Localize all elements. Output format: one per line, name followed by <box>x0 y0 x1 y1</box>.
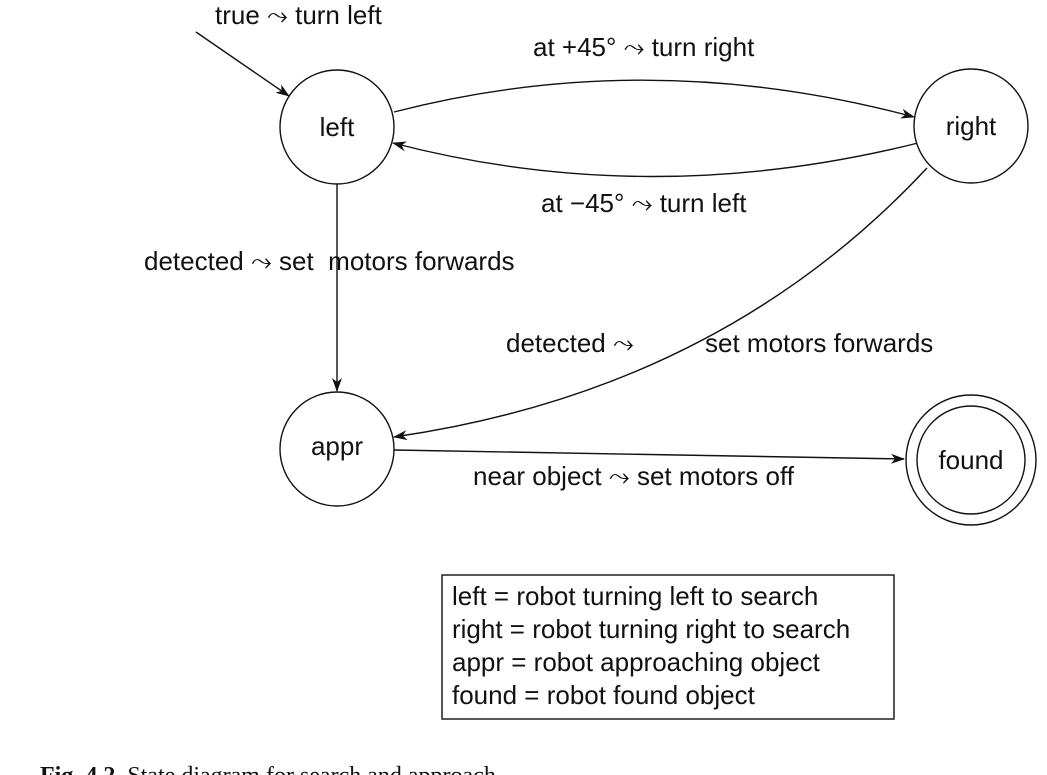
state-appr-label: appr <box>311 431 363 461</box>
state-right-label: right <box>946 111 997 141</box>
label-left-to-appr: detected ⤳ set motors forwards <box>144 246 515 276</box>
label-appr-to-found: near object ⤳ set motors off <box>473 461 795 491</box>
edge-appr-to-found <box>393 449 905 464</box>
label-right-to-appr-condition: detected ⤳ <box>506 328 634 358</box>
legend-line-appr: appr = robot approaching object <box>452 647 821 677</box>
state-appr: appr <box>279 391 395 507</box>
legend-line-right: right = robot turning right to search <box>452 614 850 644</box>
label-initial: true ⤳ turn left <box>215 0 383 30</box>
state-found-final: found <box>905 394 1037 526</box>
state-left-label: left <box>320 112 355 142</box>
legend-line-found: found = robot found object <box>452 680 756 710</box>
edge-right-to-appr <box>393 167 928 441</box>
figure-caption: Fig. 4.2 State diagram for search and ap… <box>40 763 496 775</box>
label-right-to-appr-action: set motors forwards <box>705 328 933 358</box>
legend-box: left = robot turning left to search righ… <box>441 574 895 720</box>
label-left-to-right: at +45° ⤳ turn right <box>533 32 755 62</box>
initial-arrow <box>195 31 290 97</box>
legend-line-left: left = robot turning left to search <box>452 581 818 611</box>
state-found-label: found <box>938 445 1003 475</box>
label-right-to-left: at −45° ⤳ turn left <box>541 188 747 218</box>
edge-right-to-left <box>392 141 919 178</box>
edge-left-to-right <box>393 79 915 119</box>
state-right: right <box>913 68 1029 184</box>
state-left: left <box>279 69 395 185</box>
